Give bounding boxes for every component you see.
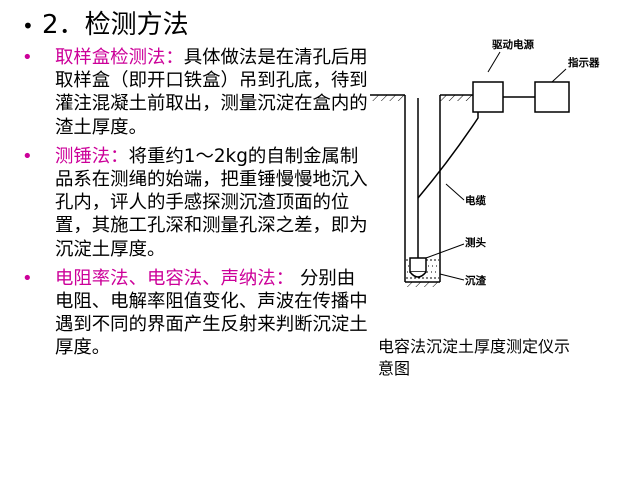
method-text: 取样盒检测法：具体做法是在清孔后用取样盒（即开口铁盒）吊到孔底，待到灌注混凝土前… [55, 46, 372, 139]
method-name: 取样盒检测法： [55, 47, 184, 68]
label-cable: 电缆 [465, 194, 486, 207]
heading-separator: ． [58, 10, 85, 40]
leader-power [487, 51, 501, 73]
method-item-plumb-weight: • 测锤法：将重约1～2kg的自制金属制品系在测绳的始端，把重锤慢慢地沉入孔内，… [22, 145, 372, 261]
method-description: 分别由电阻、电解率阻值变化、声波在传播中遇到不同的界面产生反射来判断沉淀土厚度。 [55, 267, 368, 359]
leader-cable [445, 183, 465, 201]
capacitance-diagram: 驱动电源 指示器 电缆 测头 沉渣 [360, 20, 610, 340]
method-name: 电阻率法、电容法、声纳法： [55, 267, 295, 289]
diagram-caption: 电容法沉淀土厚度测定仪示意图 [378, 337, 571, 378]
leader-sediment [439, 273, 465, 281]
probe-tip-shape [409, 271, 427, 278]
diagram-figure: 驱动电源 指示器 电缆 测头 沉渣 [370, 38, 600, 287]
method-item-resistivity: • 电阻率法、电容法、声纳法： 分别由电阻、电解率阻值变化、声波在传播中遇到不同… [22, 267, 372, 360]
label-indicator: 指示器 [568, 56, 600, 69]
ground-hatch-left [370, 95, 405, 101]
method-description: 将重约1～2kg的自制金属制品系在测绳的始端，把重锤慢慢地沉入孔内，评人的手感探… [55, 145, 368, 260]
probe-head-shape [409, 257, 427, 273]
indicator-box [534, 81, 570, 113]
label-probe: 测头 [465, 236, 486, 249]
ground-hatch-right [440, 95, 485, 101]
method-list: • 取样盒检测法：具体做法是在清孔后用取样盒（即开口铁盒）吊到孔底，待到灌注混凝… [22, 46, 372, 366]
method-item-sampling-box: • 取样盒检测法：具体做法是在清孔后用取样盒（即开口铁盒）吊到孔底，待到灌注混凝… [22, 46, 372, 139]
bullet-marker: • [22, 145, 33, 167]
leader-probe [425, 243, 465, 259]
method-text: 电阻率法、电容法、声纳法： 分别由电阻、电解率阻值变化、声波在传播中遇到不同的界… [55, 267, 372, 360]
cable-riser [417, 98, 479, 199]
borehole-bottom-hatch [405, 282, 440, 287]
bullet-marker: • [22, 267, 33, 289]
bullet-marker: • [22, 47, 33, 68]
section-heading: • 2．检测方法 [22, 8, 189, 43]
heading-number: 2 [42, 10, 59, 40]
power-box [472, 81, 504, 113]
label-power: 驱动电源 [492, 38, 534, 51]
method-name: 测锤法： [55, 145, 129, 167]
method-text: 测锤法：将重约1～2kg的自制金属制品系在测绳的始端，把重锤慢慢地沉入孔内，评人… [55, 145, 372, 261]
label-sediment: 沉渣 [465, 274, 486, 287]
leader-indicator [551, 68, 567, 83]
method-description: 具体做法是在清孔后用取样盒（即开口铁盒）吊到孔底，待到灌注混凝土前取出，测量沉淀… [55, 47, 368, 138]
heading-title: 检测方法 [84, 10, 189, 40]
heading-bullet: • [22, 14, 34, 38]
